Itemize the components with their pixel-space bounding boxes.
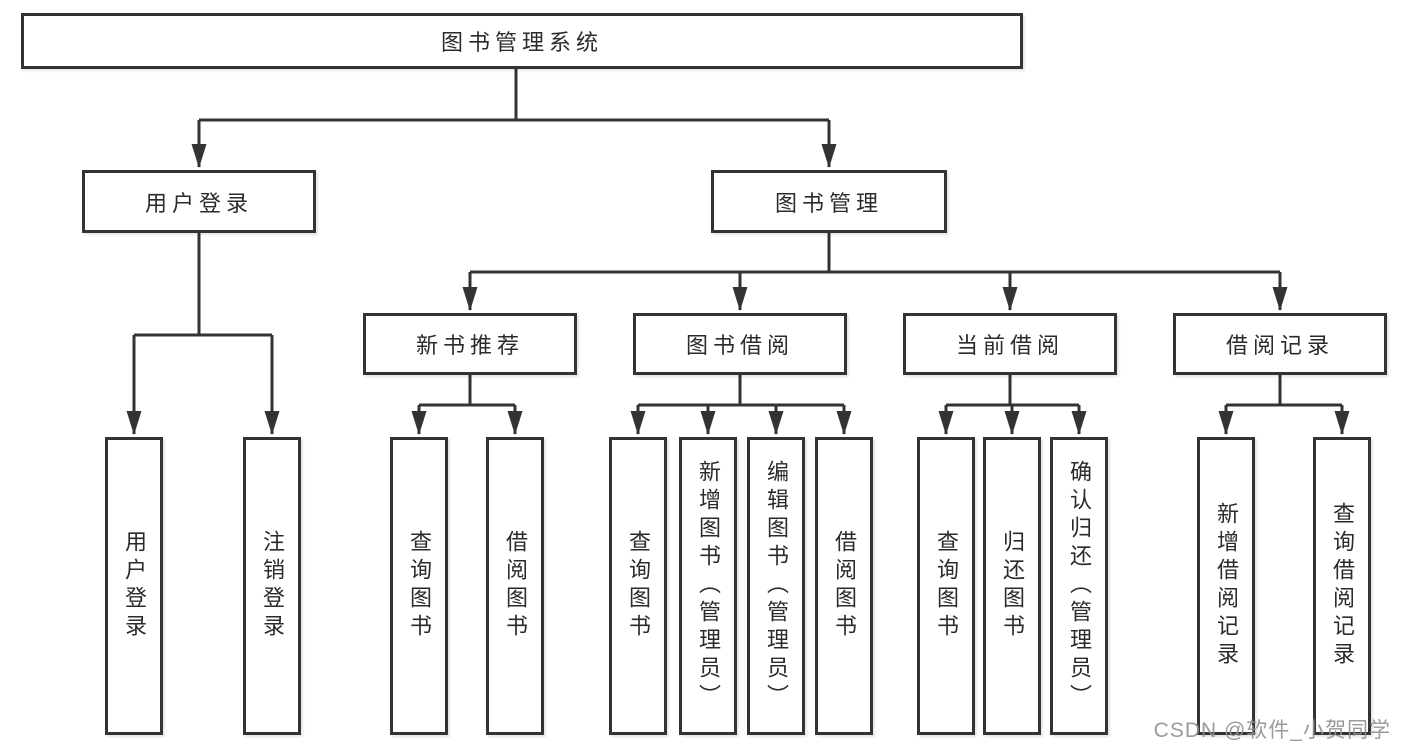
- node-current-borrow: 当前借阅: [903, 313, 1117, 375]
- node-book-borrow: 图书借阅: [633, 313, 847, 375]
- leaf-add-books-admin: 新增图书（管理员）: [679, 437, 737, 735]
- leaf-logout: 注销登录: [243, 437, 301, 735]
- node-book-management-branch: 图书管理: [711, 170, 947, 233]
- leaf-confirm-return-admin: 确认归还（管理员）: [1050, 437, 1108, 735]
- leaf-query-books: 查询图书: [390, 437, 448, 735]
- node-borrow-records: 借阅记录: [1173, 313, 1387, 375]
- leaf-borrow-books: 借阅图书: [486, 437, 544, 735]
- leaf-add-borrow-record: 新增借阅记录: [1197, 437, 1255, 735]
- leaf-return-books: 归还图书: [983, 437, 1041, 735]
- csdn-watermark: CSDN @软件_小贺同学: [1153, 719, 1391, 742]
- leaf-user-login: 用户登录: [105, 437, 163, 735]
- leaf-edit-books-admin: 编辑图书（管理员）: [747, 437, 805, 735]
- leaf-query-books-2: 查询图书: [609, 437, 667, 735]
- leaf-borrow-books-2: 借阅图书: [815, 437, 873, 735]
- leaf-query-borrow-record: 查询借阅记录: [1313, 437, 1371, 735]
- node-new-book-recommend: 新书推荐: [363, 313, 577, 375]
- leaf-query-books-3: 查询图书: [917, 437, 975, 735]
- node-user-login-branch: 用户登录: [82, 170, 316, 233]
- node-library-management-system: 图书管理系统: [21, 13, 1023, 69]
